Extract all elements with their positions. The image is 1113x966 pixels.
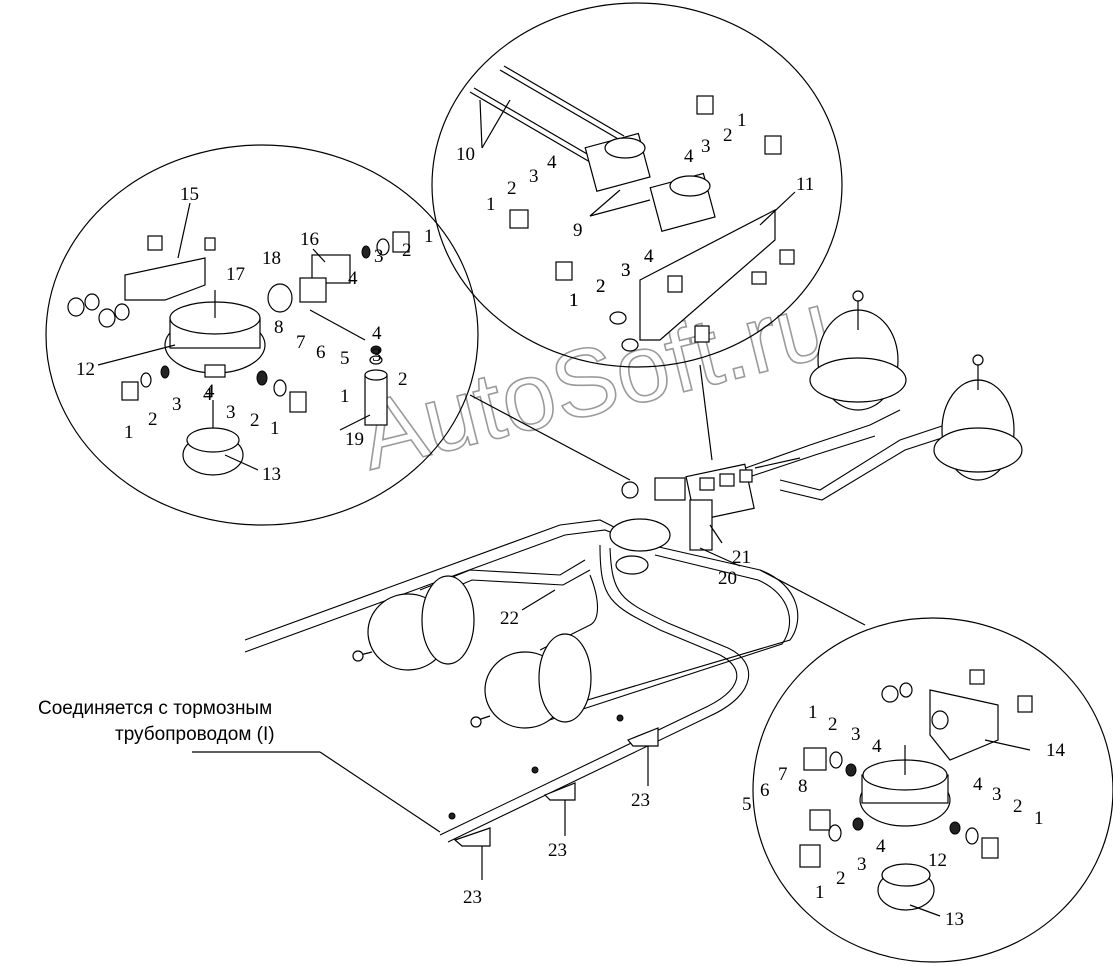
callout-number: 3 bbox=[374, 246, 384, 267]
detail-circle-left bbox=[45, 144, 479, 526]
callout-number: 4 bbox=[547, 152, 557, 173]
callout-number: 1 bbox=[815, 882, 825, 903]
callout-number: 20 bbox=[718, 568, 737, 589]
callout-number: 13 bbox=[945, 909, 964, 930]
callout-number: 1 bbox=[808, 702, 818, 723]
callouts-center: 21 20 22 23 23 23 bbox=[463, 547, 751, 908]
callout-number: 1 bbox=[424, 226, 434, 247]
callout-number: 1 bbox=[1034, 808, 1044, 829]
callout-number: 4 bbox=[684, 146, 694, 167]
pipe-brackets bbox=[448, 714, 659, 847]
callout-number: 1 bbox=[270, 418, 280, 439]
callout-number: 7 bbox=[296, 332, 306, 353]
callout-number: 2 bbox=[596, 276, 606, 297]
callout-number: 3 bbox=[529, 166, 539, 187]
callout-number: 16 bbox=[300, 229, 319, 250]
callout-number: 6 bbox=[760, 780, 770, 801]
callout-number: 3 bbox=[621, 260, 631, 281]
callout-number: 3 bbox=[992, 784, 1002, 805]
right-detail-parts bbox=[799, 669, 1033, 911]
callout-number: 1 bbox=[569, 290, 579, 311]
callout-number: 2 bbox=[507, 178, 517, 199]
callout-number: 2 bbox=[1013, 796, 1023, 817]
central-valve-assembly bbox=[609, 457, 801, 575]
watermark: AutoSoft.ru bbox=[349, 270, 841, 490]
callout-number: 3 bbox=[621, 260, 631, 281]
caption-line-1: Соединяется с тормозным bbox=[38, 698, 272, 719]
callout-number: 2 bbox=[398, 369, 408, 390]
callout-number: 4 bbox=[876, 836, 886, 857]
callouts-top: 10 1 2 3 4 11 4 3 2 1 1 2 3 4 9 4 3 2 1 bbox=[456, 110, 814, 311]
callout-number: 17 bbox=[226, 264, 245, 285]
callout-number: 15 bbox=[180, 184, 199, 205]
detail-circle-top bbox=[431, 2, 843, 368]
callout-number: 3 bbox=[851, 724, 861, 745]
callout-number: 11 bbox=[796, 174, 814, 195]
callout-number: 12 bbox=[928, 850, 947, 871]
callout-number: 4 bbox=[203, 384, 213, 405]
callout-number: 4 bbox=[644, 246, 654, 267]
callout-number: 2 bbox=[828, 714, 838, 735]
callout-number: 7 bbox=[778, 764, 788, 785]
callout-number: 23 bbox=[548, 840, 567, 861]
callout-number: 3 bbox=[172, 394, 182, 415]
callout-number: 12 bbox=[76, 359, 95, 380]
detail-circle-right bbox=[752, 617, 1113, 963]
callout-number: 14 bbox=[1046, 740, 1066, 761]
callout-number: 2 bbox=[250, 410, 260, 431]
callout-number: 8 bbox=[274, 317, 284, 338]
brake-chamber-left-lower bbox=[470, 633, 592, 729]
callout-number: 2 bbox=[596, 276, 606, 297]
brake-chamber-right-upper bbox=[809, 290, 907, 411]
callout-number: 18 bbox=[262, 248, 281, 269]
callout-number: 9 bbox=[573, 220, 583, 241]
callout-number: 1 bbox=[737, 110, 747, 131]
callout-number: 2 bbox=[836, 868, 846, 889]
callout-number: 5 bbox=[742, 794, 752, 815]
callout-number: 3 bbox=[372, 345, 382, 366]
callouts-right: 1 2 3 4 14 8 7 6 5 4 4 3 2 1 3 2 1 12 13 bbox=[742, 702, 1066, 930]
callout-number: 4 bbox=[372, 323, 382, 344]
callout-number: 19 bbox=[345, 429, 364, 450]
brake-chamber-left-upper bbox=[352, 575, 475, 671]
callout-number: 3 bbox=[226, 402, 236, 423]
callout-number: 1 bbox=[486, 194, 496, 215]
callout-number: 22 bbox=[500, 608, 519, 629]
callout-number: 4 bbox=[973, 774, 983, 795]
callout-number: 2 bbox=[402, 240, 412, 261]
callout-number: 1 bbox=[340, 386, 350, 407]
top-detail-parts bbox=[469, 65, 795, 352]
brake-chamber-right-lower bbox=[933, 354, 1023, 481]
callout-number: 4 bbox=[872, 736, 882, 757]
callout-number: 4 bbox=[644, 246, 654, 267]
callout-leaders bbox=[97, 99, 1031, 917]
callout-number: 3 bbox=[701, 136, 711, 157]
callouts-left: 15 16 18 17 1 2 3 4 8 7 6 5 4 3 2 1 12 4… bbox=[76, 184, 434, 485]
callout-number: 23 bbox=[631, 790, 650, 811]
left-detail-parts bbox=[67, 231, 410, 476]
callout-number: 5 bbox=[340, 348, 350, 369]
callout-number: 13 bbox=[262, 464, 281, 485]
callout-number: 21 bbox=[732, 547, 751, 568]
callout-number: 2 bbox=[723, 125, 733, 146]
callout-number: 2 bbox=[148, 409, 158, 430]
callout-number: 8 bbox=[798, 776, 808, 797]
caption-line-2: трубопроводом (I) bbox=[115, 724, 275, 745]
brake-pipes bbox=[244, 409, 949, 843]
callout-number: 6 bbox=[316, 342, 326, 363]
callout-number: 4 bbox=[205, 381, 215, 402]
callout-number: 1 bbox=[569, 290, 579, 311]
callout-number: 3 bbox=[857, 854, 867, 875]
callout-number: 4 bbox=[348, 268, 358, 289]
callout-number: 1 bbox=[124, 422, 134, 443]
callout-number: 10 bbox=[456, 144, 475, 165]
callout-number: 23 bbox=[463, 887, 482, 908]
